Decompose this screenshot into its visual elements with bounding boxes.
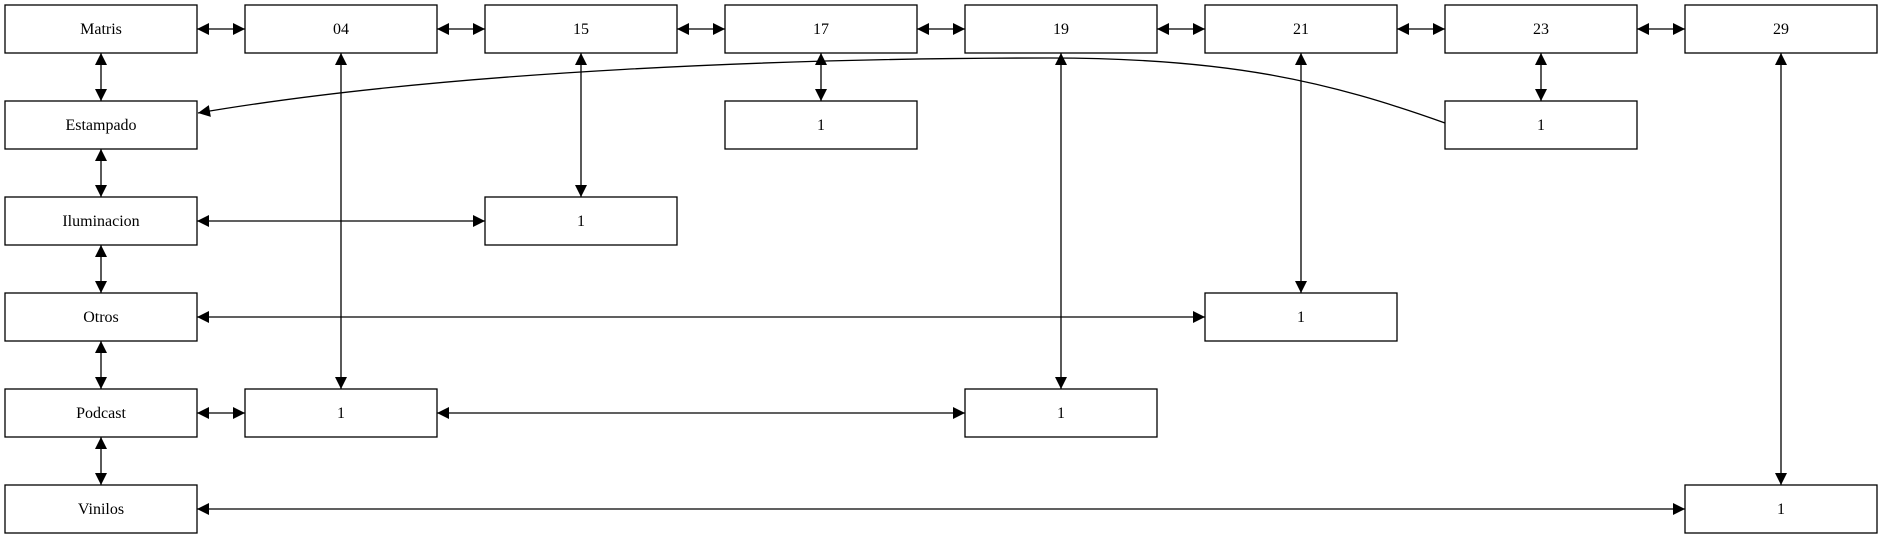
node-box-iluminacion bbox=[4, 196, 198, 246]
node-label-estampado: Estampado bbox=[65, 117, 136, 134]
node-h15: 15 bbox=[484, 4, 678, 54]
node-label-h04: 04 bbox=[333, 21, 349, 38]
node-label-otros: Otros bbox=[83, 309, 119, 326]
node-label-matris: Matris bbox=[80, 21, 122, 38]
node-label-h19: 19 bbox=[1053, 21, 1069, 38]
node-h04: 04 bbox=[244, 4, 438, 54]
node-box-c15_ilu bbox=[484, 196, 678, 246]
node-box-podcast bbox=[4, 388, 198, 438]
node-box-h19 bbox=[964, 4, 1158, 54]
node-podcast: Podcast bbox=[4, 388, 198, 438]
node-label-iluminacion: Iluminacion bbox=[62, 213, 139, 230]
node-c23_est: 1 bbox=[1444, 100, 1638, 150]
edge-c23_est-estampado bbox=[197, 57, 1446, 124]
node-box-h04 bbox=[244, 4, 438, 54]
node-box-c23_est bbox=[1444, 100, 1638, 150]
node-otros: Otros bbox=[4, 292, 198, 342]
node-label-c04_pod: 1 bbox=[337, 405, 345, 422]
node-box-c04_pod bbox=[244, 388, 438, 438]
node-label-c23_est: 1 bbox=[1537, 117, 1545, 134]
node-box-h29 bbox=[1684, 4, 1878, 54]
node-box-matris bbox=[4, 4, 198, 54]
node-estampado: Estampado bbox=[4, 100, 198, 150]
node-box-h21 bbox=[1204, 4, 1398, 54]
node-box-c29_vin bbox=[1684, 484, 1878, 534]
node-label-h17: 17 bbox=[813, 21, 829, 38]
node-box-vinilos bbox=[4, 484, 198, 534]
node-c17_est: 1 bbox=[724, 100, 918, 150]
node-matris: Matris bbox=[4, 4, 198, 54]
node-h17: 17 bbox=[724, 4, 918, 54]
node-box-otros bbox=[4, 292, 198, 342]
node-c19_pod: 1 bbox=[964, 388, 1158, 438]
node-box-h17 bbox=[724, 4, 918, 54]
node-c04_pod: 1 bbox=[244, 388, 438, 438]
node-h19: 19 bbox=[964, 4, 1158, 54]
edges-layer bbox=[95, 23, 1787, 515]
node-label-h15: 15 bbox=[573, 21, 589, 38]
node-label-h21: 21 bbox=[1293, 21, 1309, 38]
node-iluminacion: Iluminacion bbox=[4, 196, 198, 246]
node-box-h15 bbox=[484, 4, 678, 54]
node-h29: 29 bbox=[1684, 4, 1878, 54]
node-c21_otr: 1 bbox=[1204, 292, 1398, 342]
node-h21: 21 bbox=[1204, 4, 1398, 54]
node-box-c17_est bbox=[724, 100, 918, 150]
node-vinilos: Vinilos bbox=[4, 484, 198, 534]
node-label-podcast: Podcast bbox=[76, 405, 126, 422]
node-box-estampado bbox=[4, 100, 198, 150]
nodes-layer: Matris 04 15 17 19 21 23 29EstampadoIluminacion… bbox=[4, 4, 1878, 534]
node-label-c17_est: 1 bbox=[817, 117, 825, 134]
node-label-c21_otr: 1 bbox=[1297, 309, 1305, 326]
node-label-h23: 23 bbox=[1533, 21, 1549, 38]
node-box-c19_pod bbox=[964, 388, 1158, 438]
node-h23: 23 bbox=[1444, 4, 1638, 54]
node-label-vinilos: Vinilos bbox=[78, 501, 124, 518]
node-label-h29: 29 bbox=[1773, 21, 1789, 38]
node-c15_ilu: 1 bbox=[484, 196, 678, 246]
node-box-c21_otr bbox=[1204, 292, 1398, 342]
node-c29_vin: 1 bbox=[1684, 484, 1878, 534]
node-label-c19_pod: 1 bbox=[1057, 405, 1065, 422]
node-label-c15_ilu: 1 bbox=[577, 213, 585, 230]
node-box-h23 bbox=[1444, 4, 1638, 54]
node-label-c29_vin: 1 bbox=[1777, 501, 1785, 518]
